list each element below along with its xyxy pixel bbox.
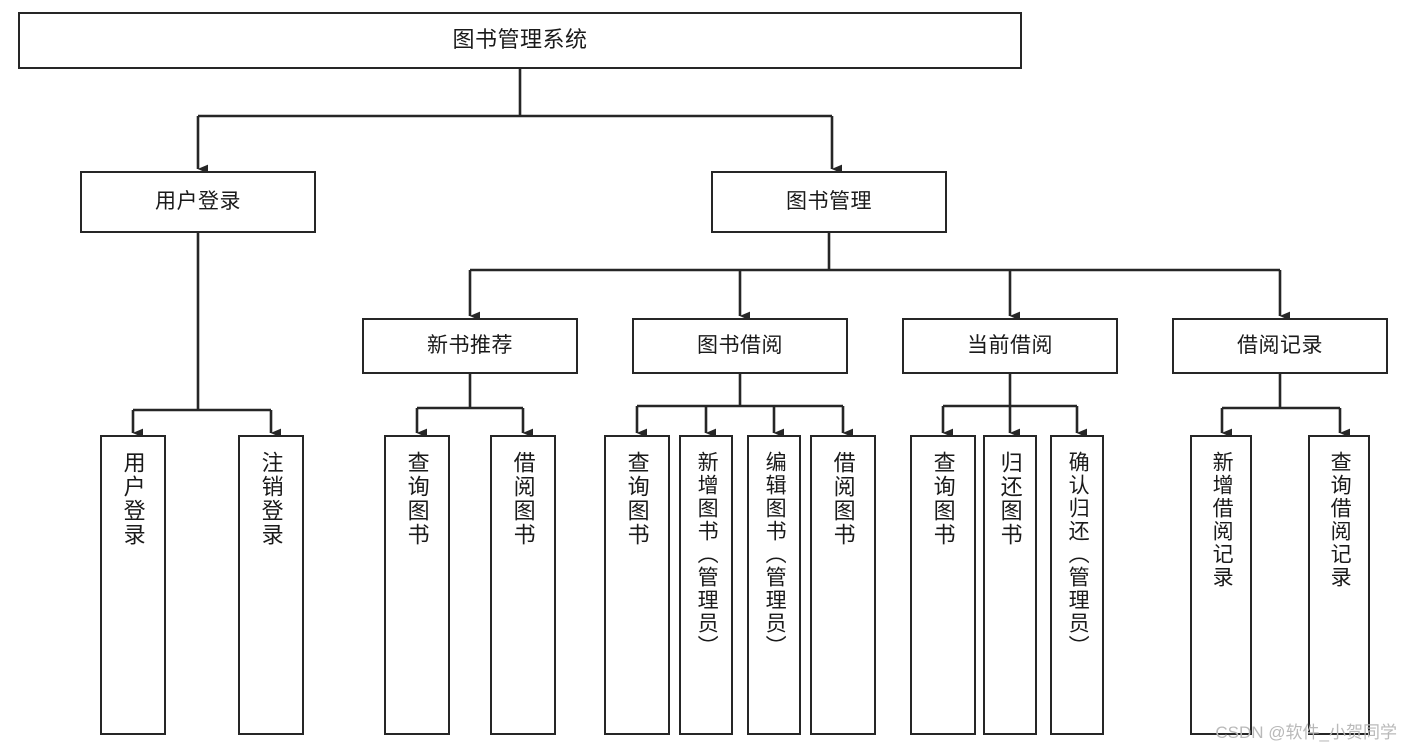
node-label: 编辑图书（管理员） bbox=[763, 451, 787, 658]
leaf-current-return-book[interactable]: 归还图书 bbox=[983, 435, 1037, 735]
node-label: 查询借阅记录 bbox=[1328, 451, 1352, 589]
node-label: 用户登录 bbox=[120, 451, 146, 547]
leaf-recommend-query-book[interactable]: 查询图书 bbox=[384, 435, 450, 735]
leaf-current-confirm-return-admin[interactable]: 确认归还（管理员） bbox=[1050, 435, 1104, 735]
node-label: 借阅图书 bbox=[510, 451, 536, 547]
csdn-watermark: CSDN @软件_小贺同学 bbox=[1215, 723, 1397, 742]
node-label: 注销登录 bbox=[258, 451, 284, 547]
leaf-borrow-borrow-book[interactable]: 借阅图书 bbox=[810, 435, 876, 735]
node-current-borrow[interactable]: 当前借阅 bbox=[902, 318, 1118, 374]
node-book-management[interactable]: 图书管理 bbox=[711, 171, 947, 233]
node-borrow-record[interactable]: 借阅记录 bbox=[1172, 318, 1388, 374]
leaf-borrow-query-book[interactable]: 查询图书 bbox=[604, 435, 670, 735]
node-new-book-recommend[interactable]: 新书推荐 bbox=[362, 318, 578, 374]
node-label: 图书借阅 bbox=[697, 334, 783, 358]
leaf-user-login[interactable]: 用户登录 bbox=[100, 435, 166, 735]
node-label: 新增借阅记录 bbox=[1210, 451, 1234, 589]
leaf-borrow-edit-book-admin[interactable]: 编辑图书（管理员） bbox=[747, 435, 801, 735]
node-label: 查询图书 bbox=[624, 451, 650, 547]
node-label: 确认归还（管理员） bbox=[1066, 451, 1090, 658]
leaf-borrow-add-book-admin[interactable]: 新增图书（管理员） bbox=[679, 435, 733, 735]
node-book-borrow[interactable]: 图书借阅 bbox=[632, 318, 848, 374]
node-user-login[interactable]: 用户登录 bbox=[80, 171, 316, 233]
node-label: 新书推荐 bbox=[427, 334, 513, 358]
node-label: 查询图书 bbox=[404, 451, 430, 547]
leaf-record-query-record[interactable]: 查询借阅记录 bbox=[1308, 435, 1370, 735]
node-label: 图书管理系统 bbox=[452, 27, 588, 53]
node-label: 图书管理 bbox=[786, 190, 872, 214]
leaf-current-query-book[interactable]: 查询图书 bbox=[910, 435, 976, 735]
leaf-recommend-borrow-book[interactable]: 借阅图书 bbox=[490, 435, 556, 735]
node-label: 归还图书 bbox=[997, 451, 1023, 547]
node-label: 用户登录 bbox=[155, 190, 241, 214]
node-label: 当前借阅 bbox=[967, 334, 1053, 358]
node-label: 借阅记录 bbox=[1237, 334, 1323, 358]
leaf-record-add-record[interactable]: 新增借阅记录 bbox=[1190, 435, 1252, 735]
node-label: 借阅图书 bbox=[830, 451, 856, 547]
node-label: 查询图书 bbox=[930, 451, 956, 547]
leaf-user-logout[interactable]: 注销登录 bbox=[238, 435, 304, 735]
node-label: 新增图书（管理员） bbox=[695, 451, 719, 658]
node-root-system[interactable]: 图书管理系统 bbox=[18, 12, 1022, 69]
